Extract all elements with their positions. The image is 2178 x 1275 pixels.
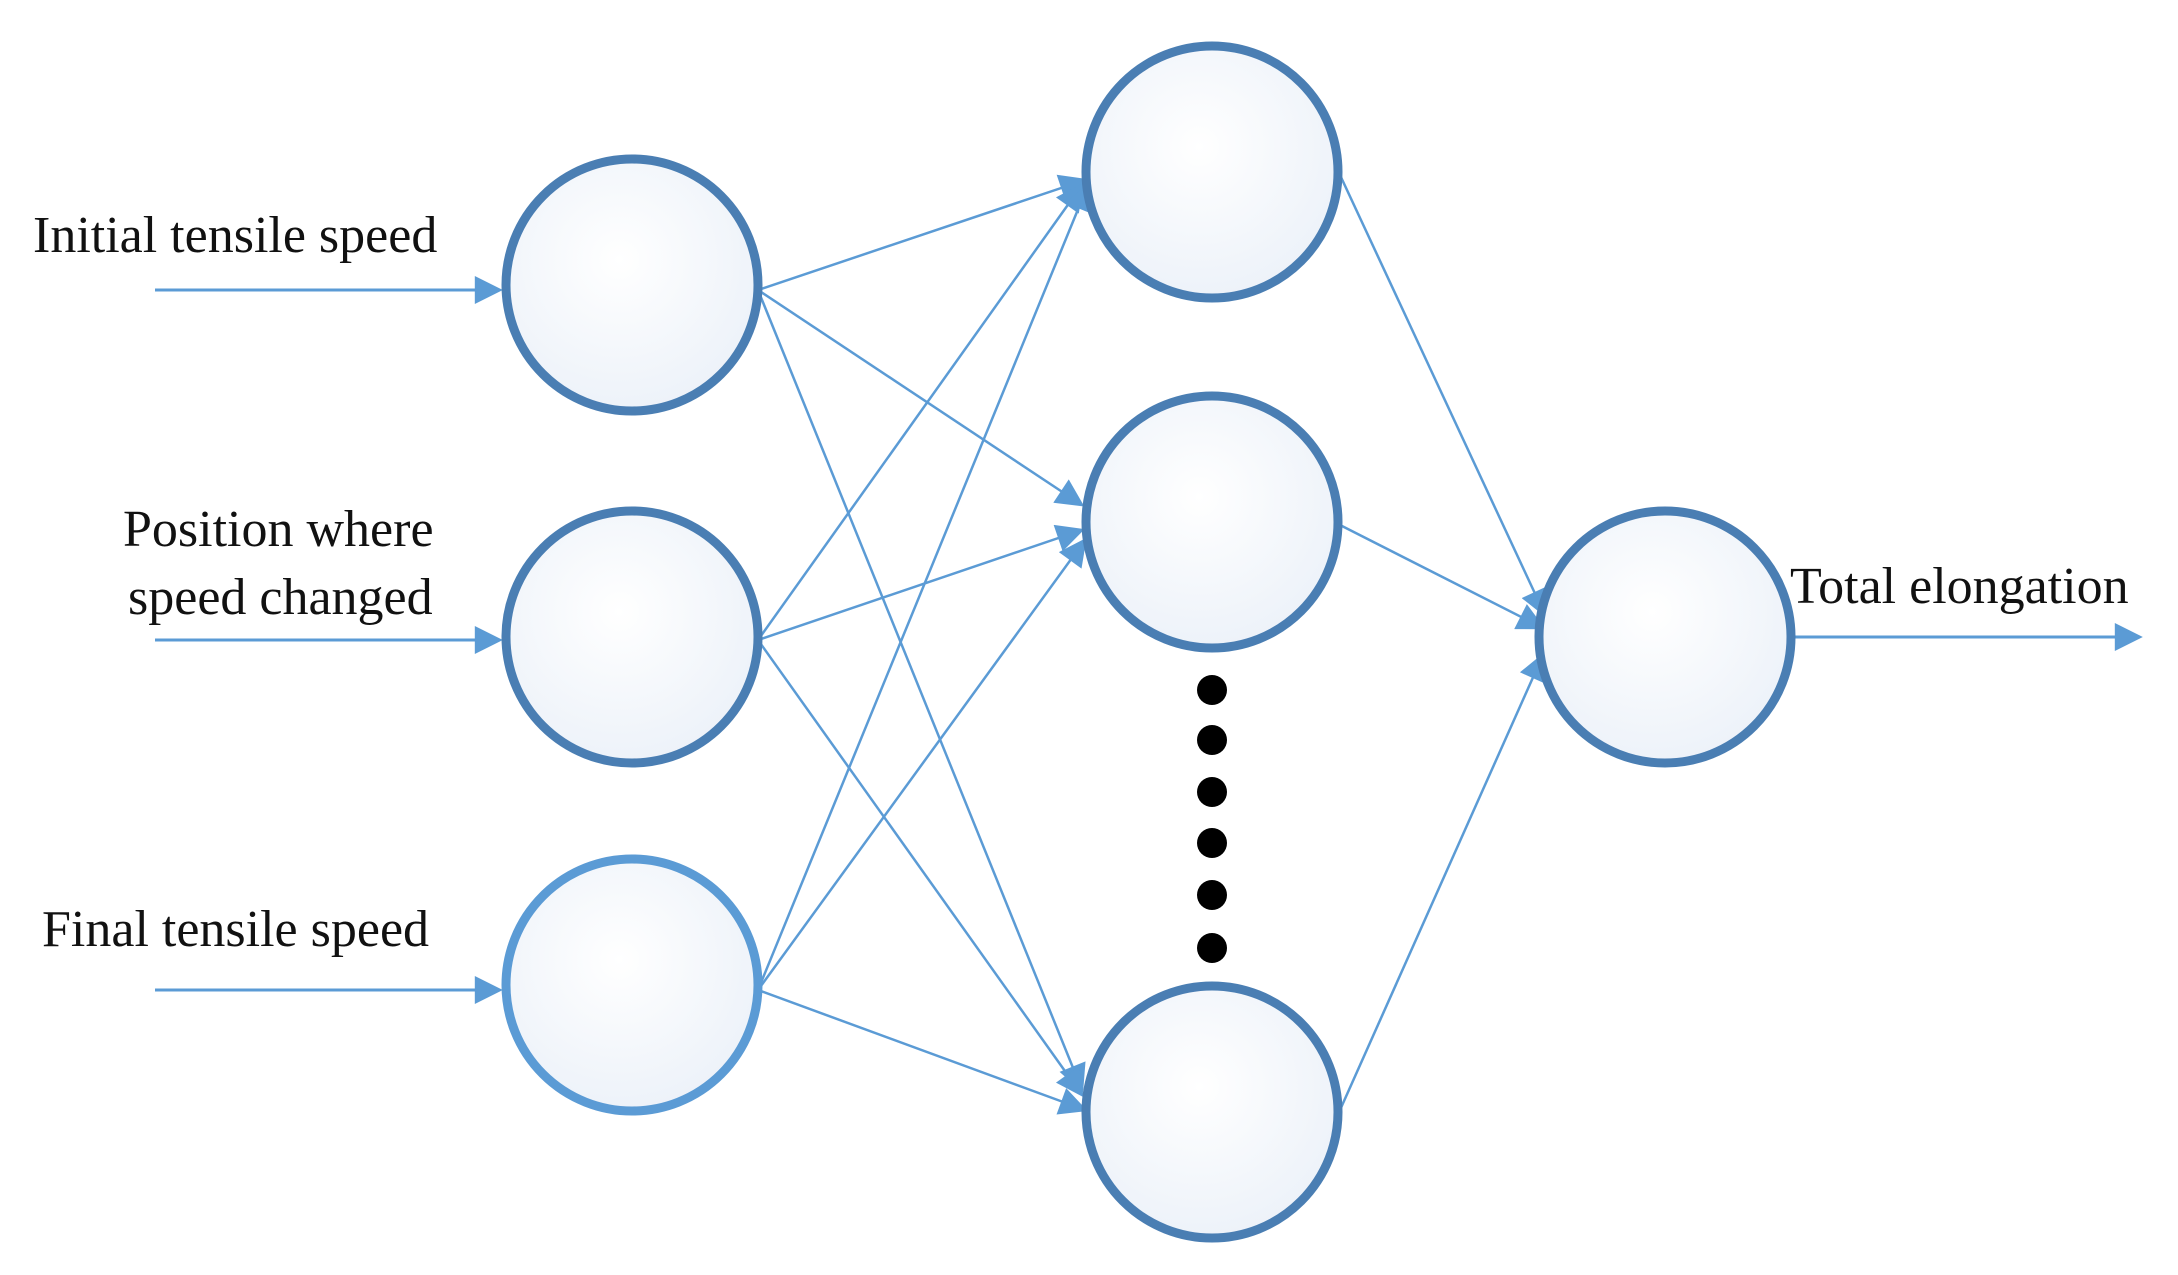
ellipsis-dot: [1197, 777, 1227, 807]
input-label-position-line-1: Position where: [123, 501, 434, 558]
ellipsis-dot: [1197, 725, 1227, 755]
input-node-2: [501, 506, 763, 768]
hidden-layer-ellipsis: [1197, 675, 1227, 963]
input-hidden-connections: [756, 174, 1092, 1115]
connection-h2-out: [1339, 523, 1546, 630]
input-label-position-line-2: speed changed: [128, 569, 433, 626]
hidden-node-3: [1081, 981, 1343, 1243]
ellipsis-dot: [1197, 675, 1227, 705]
input-label-initial-tensile-speed: Initial tensile speed: [33, 207, 437, 264]
connection-in1-h3: [756, 289, 1086, 1093]
input-node-3: [501, 854, 763, 1116]
connection-in2-h2: [757, 524, 1085, 642]
connection-in3-h2: [756, 537, 1087, 991]
output-node: [1534, 506, 1796, 768]
ellipsis-dot: [1197, 828, 1227, 858]
connection-h1-out: [1338, 174, 1548, 618]
ellipsis-dot: [1197, 880, 1227, 910]
connection-in3-h1: [756, 182, 1092, 991]
ellipsis-dot: [1197, 933, 1227, 963]
connection-in2-h1: [756, 182, 1084, 641]
input-node-1: [501, 154, 763, 416]
connection-h3-out: [1338, 652, 1546, 1111]
output-label-total-elongation: Total elongation: [1790, 558, 2129, 615]
connection-in2-h3: [756, 639, 1084, 1098]
connection-in1-h2: [757, 288, 1085, 507]
connection-in3-h3: [757, 988, 1088, 1115]
connection-in1-h1: [757, 174, 1088, 292]
hidden-node-2: [1081, 391, 1343, 653]
input-label-final-tensile-speed: Final tensile speed: [42, 901, 429, 958]
hidden-output-connections: [1338, 174, 1548, 1111]
hidden-node-1: [1081, 41, 1343, 303]
